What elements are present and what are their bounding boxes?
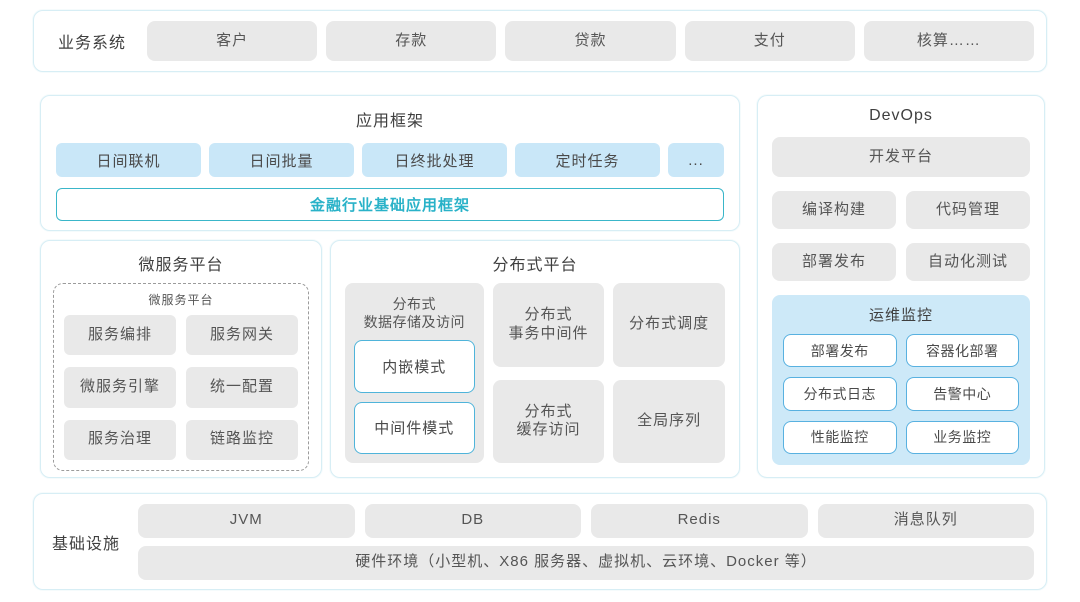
infra-item-redis: Redis	[591, 503, 808, 538]
devops-item-deploy: 部署发布	[772, 243, 896, 281]
business-item-accounting: 核算……	[863, 21, 1035, 61]
ms-item-unified-config: 统一配置	[186, 367, 298, 408]
business-item-loan: 贷款	[505, 21, 676, 61]
infrastructure-label: 基础设施	[51, 535, 120, 553]
ms-item-service-orchestration: 服务编排	[64, 315, 176, 356]
distributed-panel: 分布式平台 分布式 数据存储及访问 内嵌模式 中间件模式 分布式 事务中间件 分…	[330, 240, 740, 478]
ops-monitor-panel: 运维监控 部署发布 容器化部署 分布式日志 告警中心 性能监控 业务监控	[772, 295, 1030, 465]
business-item-payment: 支付	[684, 21, 855, 61]
microservice-inner-box: 微服务平台 服务编排 服务网关 微服务引擎 统一配置 服务治理 链路监控	[53, 283, 309, 471]
infra-item-db: DB	[364, 503, 581, 538]
business-systems-panel: 业务系统 客户 存款 贷款 支付 核算……	[33, 10, 1047, 72]
dist-storage-label: 分布式 数据存储及访问	[363, 296, 466, 331]
app-framework-title: 应用框架	[355, 113, 424, 130]
ms-item-microservice-engine: 微服务引擎	[64, 367, 176, 408]
ops-item-alert-center: 告警中心	[905, 377, 1019, 411]
devops-panel: DevOps 开发平台 编译构建 代码管理 部署发布 自动化测试 运维监控 部署…	[757, 95, 1045, 478]
business-item-customer: 客户	[147, 21, 318, 61]
devops-item-code-mgmt: 代码管理	[906, 191, 1030, 229]
devops-dev-platform: 开发平台	[772, 137, 1030, 177]
dist-item-global-sequence: 全局序列	[613, 379, 725, 463]
microservice-title: 微服务平台	[138, 257, 224, 274]
devops-title: DevOps	[869, 107, 933, 124]
dist-item-cache-access: 分布式 缓存访问	[492, 379, 605, 463]
microservice-panel: 微服务平台 微服务平台 服务编排 服务网关 微服务引擎 统一配置 服务治理 链路…	[40, 240, 322, 478]
ops-item-container-deploy: 容器化部署	[905, 334, 1019, 368]
dist-item-scheduler: 分布式调度	[613, 283, 725, 367]
app-item-daytime-batch: 日间批量	[209, 143, 354, 177]
dist-mode-embedded: 内嵌模式	[354, 340, 475, 393]
devops-item-auto-test: 自动化测试	[906, 243, 1030, 281]
app-item-eod-batch: 日终批处理	[362, 143, 507, 177]
ops-item-business-monitor: 业务监控	[905, 420, 1019, 454]
app-framework-panel: 应用框架 日间联机 日间批量 日终批处理 定时任务 ... 金融行业基础应用框架	[40, 95, 740, 231]
business-systems-label: 业务系统	[57, 35, 126, 52]
ops-item-deploy-release: 部署发布	[783, 334, 897, 368]
infrastructure-panel: 基础设施 JVM DB Redis 消息队列 硬件环境（小型机、X86 服务器、…	[33, 493, 1047, 590]
hardware-env-bar: 硬件环境（小型机、X86 服务器、虚拟机、云环境、Docker 等）	[138, 545, 1034, 580]
microservice-inner-title: 微服务平台	[148, 293, 214, 307]
dist-item-transaction-middleware: 分布式 事务中间件	[492, 283, 605, 367]
distributed-title: 分布式平台	[492, 257, 578, 274]
ms-item-service-gateway: 服务网关	[186, 315, 298, 356]
dist-mode-middleware: 中间件模式	[354, 401, 475, 454]
app-item-daytime-online: 日间联机	[56, 143, 201, 177]
finance-base-framework-box: 金融行业基础应用框架	[56, 188, 724, 221]
dist-storage-box: 分布式 数据存储及访问 内嵌模式 中间件模式	[345, 283, 484, 463]
devops-item-build: 编译构建	[772, 191, 896, 229]
ops-item-perf-monitor: 性能监控	[783, 420, 897, 454]
ops-item-distributed-log: 分布式日志	[783, 377, 897, 411]
ms-item-trace-monitor: 链路监控	[186, 419, 298, 460]
infra-item-jvm: JVM	[138, 503, 355, 538]
app-item-scheduled-task: 定时任务	[515, 143, 660, 177]
app-item-more: ...	[668, 143, 724, 177]
business-item-deposit: 存款	[326, 21, 497, 61]
ops-monitor-title: 运维监控	[868, 307, 933, 324]
infra-item-mq: 消息队列	[817, 503, 1034, 538]
ms-item-service-governance: 服务治理	[64, 419, 176, 460]
